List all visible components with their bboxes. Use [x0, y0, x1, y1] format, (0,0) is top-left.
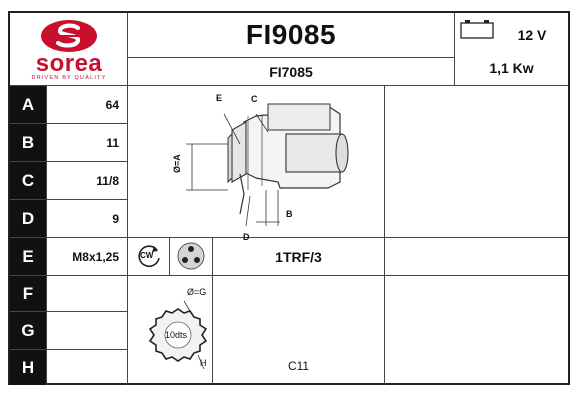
brand-name: sorea: [35, 50, 103, 77]
row-label-b: B: [10, 124, 46, 161]
pinion-diameter-label: Ø=G: [187, 287, 207, 297]
row-value-d: 9: [112, 211, 119, 226]
brand-tagline: DRIVEN BY QUALITY: [31, 75, 107, 81]
row-value-f: [47, 276, 127, 311]
label-e: E: [216, 93, 223, 103]
mounting-code: 1TRF/3: [275, 248, 322, 265]
pinion-gear-icon: [148, 300, 208, 370]
pinion-code: C11: [287, 359, 310, 373]
part-number: FI9085: [245, 19, 337, 50]
row-label-a: A: [10, 86, 46, 123]
row-value-c: 11/8: [96, 173, 119, 188]
battery-icon: [460, 20, 494, 39]
row-label-d: D: [10, 200, 46, 237]
voltage: 12 V: [517, 27, 547, 43]
logo-cell: sorea DRIVEN BY QUALITY: [10, 13, 128, 85]
row-label-e: E: [10, 238, 46, 275]
pinion-teeth-label: 10dts: [165, 330, 188, 340]
mounting-holes-icon: [177, 242, 205, 270]
sorea-logo-icon: [41, 20, 97, 52]
starter-motor-drawing: [186, 103, 349, 227]
datasheet: sorea DRIVEN BY QUALITY FI9085 FI7085 12…: [8, 11, 570, 385]
power: 1,1 Kw: [489, 60, 534, 76]
row-label-c: C: [10, 162, 46, 199]
row-value-h: [47, 350, 127, 385]
row-value-a: 64: [105, 97, 119, 112]
row-value-e: M8x1,25: [72, 249, 119, 264]
label-a: Ø=A: [172, 154, 182, 173]
label-d: D: [243, 232, 250, 242]
rotation-direction: CW: [140, 251, 154, 260]
row-value-g: [47, 312, 127, 349]
clockwise-rotation-icon: [138, 245, 160, 267]
row-label-g: G: [10, 312, 46, 349]
label-b: B: [286, 209, 293, 219]
label-c: C: [251, 94, 258, 104]
row-value-b: 11: [106, 135, 119, 150]
row-label-h: H: [10, 350, 46, 385]
pinion-h-label: H: [200, 358, 207, 368]
alt-part-number: FI7085: [269, 63, 313, 80]
row-label-f: F: [10, 276, 46, 311]
